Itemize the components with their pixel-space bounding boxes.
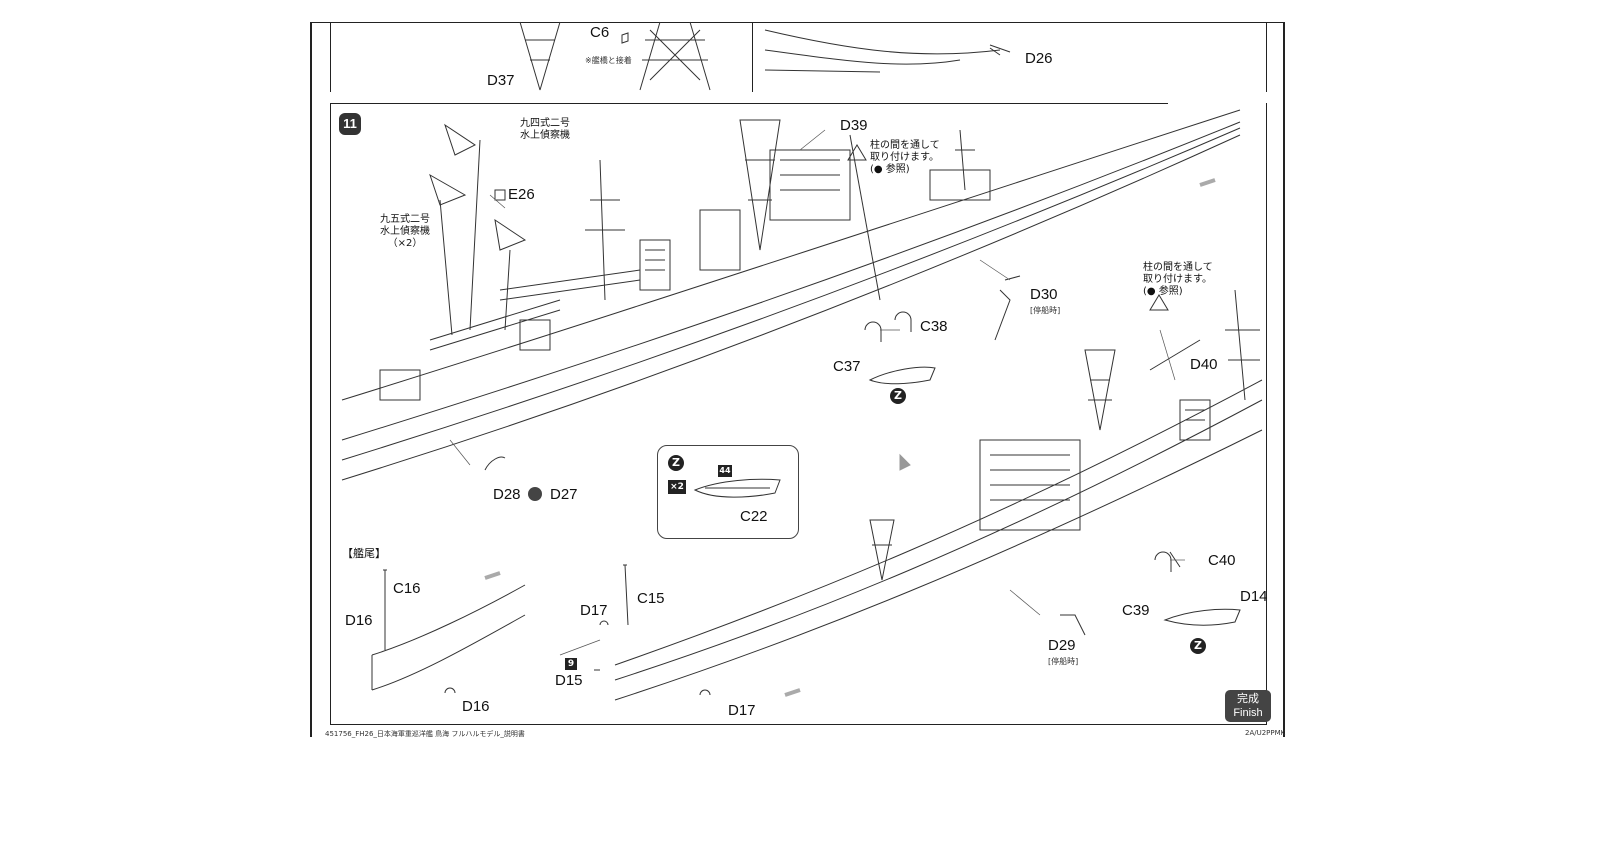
step-number-badge: 11 [339,113,361,135]
label-d30-sub: [停船時] [1030,306,1061,315]
label-c16: C16 [393,580,421,597]
badge-z-1: Z [890,388,906,404]
label-d17-b: D17 [728,702,756,719]
caution-note-2: 柱の間を通して 取り付けます。 (● 参照) [1143,262,1213,297]
label-c15: C15 [637,590,665,607]
label-d29: D29 [1048,637,1076,654]
label-d15: D15 [555,672,583,689]
sheet-right-border [1283,22,1285,737]
label-d28: D28 [493,486,521,503]
stern-title: 【艦尾】 [342,547,386,560]
footer-file-name: 451756_FH26_日本海軍重巡洋艦 鳥海 フルハルモデル_説明書 [325,730,525,738]
label-d39: D39 [840,117,868,134]
label-c6: C6 [590,24,610,41]
step-panel-top [330,103,1168,104]
label-d37: D37 [487,72,515,89]
boat-inset-box [657,445,799,539]
label-c37: C37 [833,358,861,375]
label-e26: E26 [508,186,535,203]
label-c22: C22 [740,508,768,525]
label-d16-b: D16 [462,698,490,715]
label-d16-a: D16 [345,612,373,629]
inset-qty-badge: ×2 [668,480,686,494]
label-d27: D27 [550,486,578,503]
badge-z-2: Z [1190,638,1206,654]
label-d40: D40 [1190,356,1218,373]
inset-part-number: 44 [718,465,732,477]
label-c38: C38 [920,318,948,335]
paint-code-icon [528,487,542,501]
label-d29-sub: [停船時] [1048,657,1079,666]
label-type95-seaplane: 九五式二号 水上偵察機 （×2） [380,214,430,249]
label-d26: D26 [1025,50,1053,67]
caution-note-1: 柱の間を通して 取り付けます。 (● 参照) [870,140,940,175]
label-type94-seaplane: 九四式二号 水上偵察機 [520,118,570,141]
top-border [310,22,1285,23]
instruction-sheet [310,20,1300,835]
inset-badge-z: Z [668,455,684,471]
label-d30: D30 [1030,286,1058,303]
label-d17-a: D17 [580,602,608,619]
top-divider [752,22,753,92]
part-number-9: 9 [565,658,577,670]
finish-badge: 完成 Finish [1225,690,1271,722]
step-panel-left [330,22,331,92]
step-panel-bottom [330,724,1267,725]
finish-en: Finish [1233,707,1263,719]
label-c39: C39 [1122,602,1150,619]
sheet-left-border [310,22,312,737]
footer-code: 2A/U2PPMK [1245,729,1286,737]
note-bridge-glue: ※艦橋と接着 [585,56,632,65]
finish-jp: 完成 [1237,693,1259,705]
label-d14: D14 [1240,588,1268,605]
label-c40: C40 [1208,552,1236,569]
step-panel-left-2 [330,103,331,725]
top-panel-right [1266,22,1267,92]
step-panel-right [1266,103,1267,725]
